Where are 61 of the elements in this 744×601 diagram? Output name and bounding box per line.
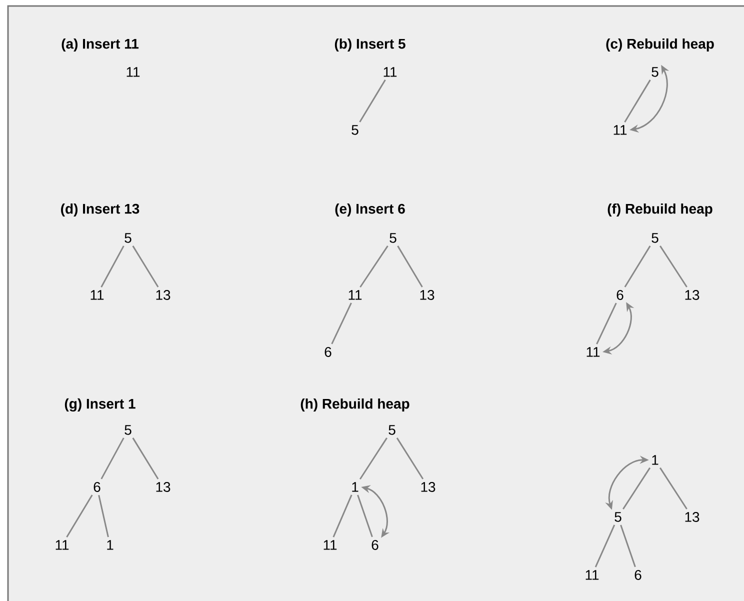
heap-value: 11	[90, 290, 104, 300]
tree-edge	[660, 246, 688, 288]
tree-edge	[132, 246, 159, 288]
heap-value: 5	[124, 425, 132, 435]
tree-edge	[98, 494, 109, 538]
tree-edge	[622, 467, 651, 510]
tree-edge	[397, 246, 423, 288]
heap-value: 13	[156, 482, 170, 492]
tree-edge	[360, 245, 388, 288]
heap-value: 11	[56, 540, 69, 550]
panel-title: (h) Rebuild heap	[300, 398, 410, 412]
tree-edge	[100, 438, 124, 480]
tree-edge	[357, 494, 373, 538]
tree-edge	[594, 524, 616, 568]
panel-title: (a) Insert 11	[62, 38, 139, 52]
heap-value: 5	[124, 233, 132, 243]
tree-edge	[659, 467, 688, 510]
heap-value: 11	[384, 67, 397, 77]
heap-value: 1	[107, 540, 114, 550]
tree-edge	[331, 302, 352, 344]
tree-edge	[100, 246, 124, 288]
heap-value: 13	[421, 482, 436, 492]
heap-value: 6	[324, 347, 332, 357]
heap-value: 13	[156, 290, 170, 300]
tree-edge	[624, 80, 651, 122]
panel-title: (d) Insert 13	[61, 203, 140, 216]
heap-value: 11	[614, 125, 627, 135]
tree-edge	[359, 79, 386, 122]
heap-value: 5	[652, 67, 658, 77]
tree-edge	[620, 524, 636, 568]
panel-title: (b) Insert 5	[334, 38, 406, 52]
heap-value: 13	[420, 290, 434, 300]
heap-value: 6	[616, 290, 624, 300]
heap-value: 5	[388, 425, 396, 435]
heap-value: 11	[586, 347, 600, 357]
heap-value: 6	[94, 482, 100, 492]
tree-edge	[396, 438, 424, 480]
tree-edge	[332, 494, 352, 538]
heap-value: 5	[652, 233, 658, 243]
heap-value: 1	[652, 455, 658, 465]
tree-edge	[66, 494, 93, 538]
tree-edge	[359, 438, 388, 480]
tree-edge	[132, 438, 159, 480]
heap-value: 5	[390, 233, 396, 243]
heap-value: 6	[372, 540, 378, 550]
tree-edge	[624, 246, 651, 288]
heap-value: 5	[614, 512, 622, 522]
panel-title: (g) Insert 1	[64, 398, 136, 412]
heap-value: 11	[586, 570, 599, 580]
panel-title: (c) Rebuild heap	[606, 38, 714, 52]
heap-value: 1	[352, 482, 358, 492]
heap-value: 13	[685, 290, 700, 300]
heap-value: 11	[348, 290, 362, 300]
panel-title: (f) Rebuild heap	[608, 203, 712, 216]
heap-value: 5	[352, 125, 358, 135]
tree-edge	[596, 302, 617, 344]
heap-value: 6	[634, 570, 642, 580]
heap-value: 11	[324, 540, 337, 550]
panel-title: (e) Insert 6	[335, 203, 405, 216]
heap-value: 13	[685, 512, 700, 522]
heap-value: 11	[126, 67, 140, 77]
